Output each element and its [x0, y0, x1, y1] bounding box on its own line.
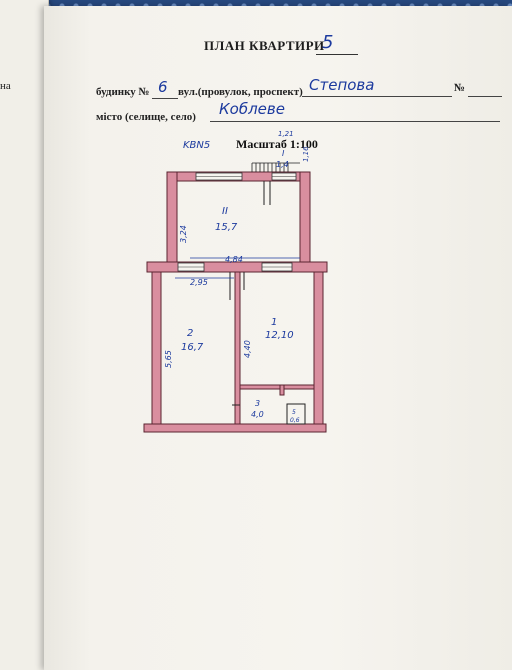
room-i-area: 1,4: [276, 160, 289, 169]
dim-middle-width: 4,84: [225, 255, 243, 264]
room-1-area: 12,10: [265, 330, 294, 341]
scale-label: Масштаб 1:100: [236, 137, 318, 151]
room-3-area: 4,0: [251, 410, 264, 419]
room-1-number: 1: [271, 317, 277, 328]
number-line: [468, 96, 502, 97]
apartment-number: 5: [322, 32, 334, 53]
dimension-ticks: [175, 257, 300, 279]
document-sheet: ПЛАН КВАРТИРИ 5 будинку № 6 вул.(провуло…: [44, 6, 512, 670]
house-label: будинку №: [96, 86, 150, 98]
city-label: місто (селище, село): [96, 111, 196, 123]
street-label: вул.(провулок, проспект): [178, 86, 303, 98]
street-line: [302, 96, 452, 97]
page-title: ПЛАН КВАРТИРИ: [204, 38, 325, 53]
city-value: Коблеве: [219, 100, 285, 118]
room-i-number: I: [282, 149, 285, 158]
room-3-number: 3: [255, 399, 260, 408]
room-5-area: 0,6: [290, 417, 300, 424]
dim-room-ii-height: 3,24: [179, 225, 188, 243]
dim-room-2-width: 2,95: [190, 278, 208, 287]
room-5-number: 5: [292, 409, 296, 416]
street-value: Степова: [309, 76, 375, 94]
room-ii-number: II: [222, 206, 228, 217]
room-2-number: 2: [187, 328, 193, 339]
walls: [143, 171, 328, 433]
house-number: 6: [158, 78, 168, 96]
dim-top-balcony-height: 1,16: [302, 146, 310, 162]
underlying-page: на: [0, 0, 49, 670]
room-2-area: 16,7: [181, 342, 204, 353]
house-number-line: [152, 98, 178, 99]
apartment-number-line: [316, 54, 358, 55]
dim-top-balcony-width: 1,21: [278, 130, 294, 138]
room-ii-area: 15,7: [215, 222, 238, 233]
window-lines: [178, 176, 296, 268]
city-line: [210, 121, 500, 122]
stair-hatch: [251, 162, 300, 172]
plan-code: KBN5: [183, 140, 210, 151]
dim-room-2-height: 5,65: [164, 350, 173, 368]
dim-room-1-height: 4,40: [243, 340, 252, 358]
underlying-page-text: на: [0, 80, 11, 92]
number-label: №: [454, 82, 466, 94]
doors: [229, 181, 306, 425]
